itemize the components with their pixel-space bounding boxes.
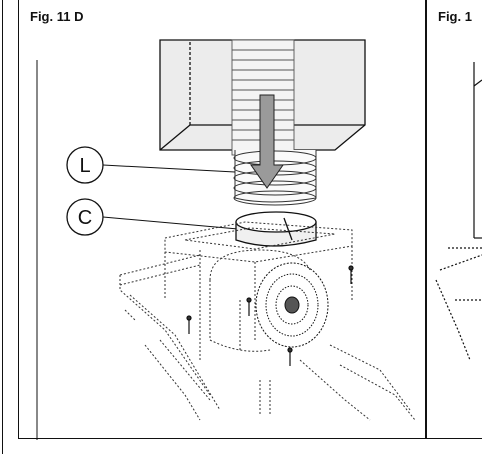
fan-wheel [255, 262, 329, 348]
callout-l-label: L [79, 155, 90, 177]
callout-l: L [66, 146, 236, 184]
blower-scroll [209, 249, 311, 352]
adjacent-figure-title: Fig. 1 [438, 9, 472, 24]
callout-c-label: C [78, 207, 92, 229]
down-arrow [250, 94, 284, 189]
hood-housing [164, 221, 353, 360]
figure-divider [425, 0, 427, 438]
figure-frame [18, 0, 482, 439]
hood-frame [119, 254, 416, 421]
callout-c: C [66, 198, 239, 236]
pipe-lower-section [233, 150, 317, 206]
flange-ring [235, 211, 317, 247]
screws [186, 265, 354, 366]
left-margin-rule [2, 0, 3, 454]
adjacent-figure-drawing [435, 62, 482, 361]
figure-title: Fig. 11 D [30, 9, 84, 24]
